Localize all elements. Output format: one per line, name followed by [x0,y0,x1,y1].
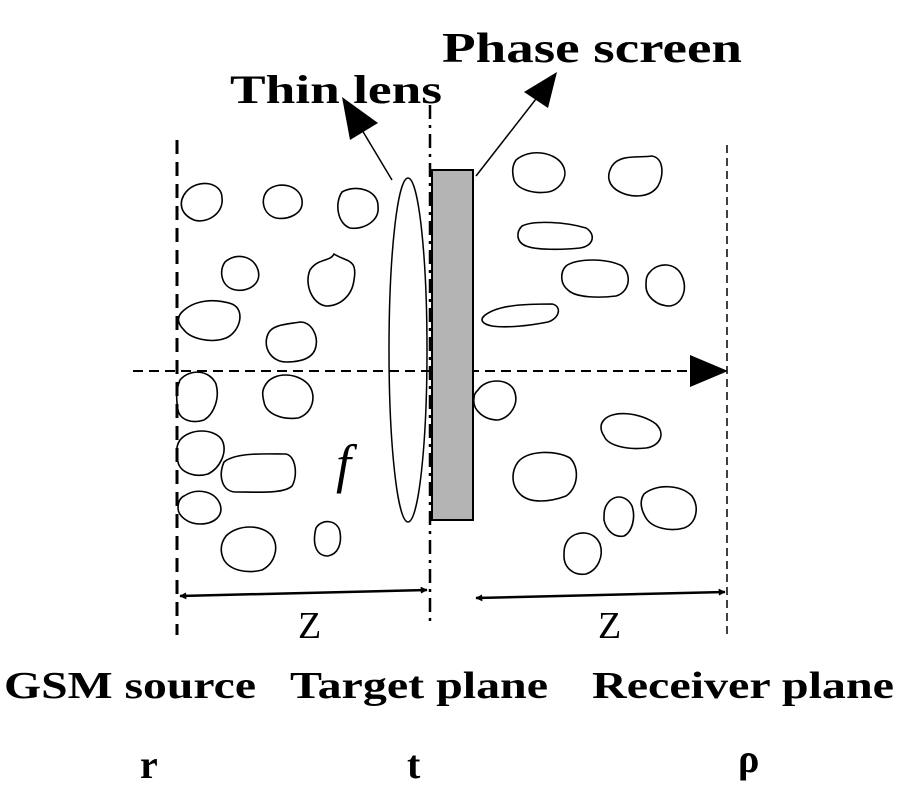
turbulence-eddies-left [175,182,379,573]
eddy [337,187,379,230]
eddy [261,374,314,420]
source-label: GSM source [4,665,256,707]
eddy [563,532,602,576]
eddy [175,430,225,477]
thin-lens-pointer-head [342,97,378,140]
eddy [307,252,356,307]
distance-label-right: Z [598,605,621,647]
distance-arrow-right [475,588,726,602]
eddy [175,371,219,423]
eddy [511,152,566,194]
eddy [180,182,223,222]
eddy [517,221,593,251]
thin-lens [388,177,428,523]
eddy [313,520,342,557]
receiver-coordinate: ρ [738,736,759,781]
eddy [220,255,260,292]
eddy [262,184,303,220]
eddy [481,303,560,328]
turbulence-eddies-right [473,152,697,576]
eddy [640,485,697,531]
distance-arrow-left [179,586,428,600]
phase-screen-pointer-head [524,72,557,108]
eddy [220,453,297,494]
eddy [560,259,629,298]
target-coordinate: t [407,742,421,787]
phase-screen [431,169,474,521]
phase-screen-pointer [475,89,544,177]
eddy [177,490,222,525]
distance-label-left: Z [298,605,321,647]
phase-screen-label: Phase screen [442,26,742,72]
target-plane-label: Target plane [290,665,548,707]
eddy [607,155,663,197]
eddy [265,321,318,363]
eddy [603,496,635,538]
eddy [600,412,662,450]
eddy [473,380,517,421]
eddy [512,451,578,502]
source-coordinate: r [140,742,158,787]
eddy [220,526,277,573]
thin-lens-label: Thin lens [230,67,442,112]
optical-axis-arrowhead [690,355,728,387]
focal-length-label: f [336,434,358,494]
receiver-plane-label: Receiver plane [592,665,894,707]
eddy [645,264,686,307]
eddy [177,299,241,342]
